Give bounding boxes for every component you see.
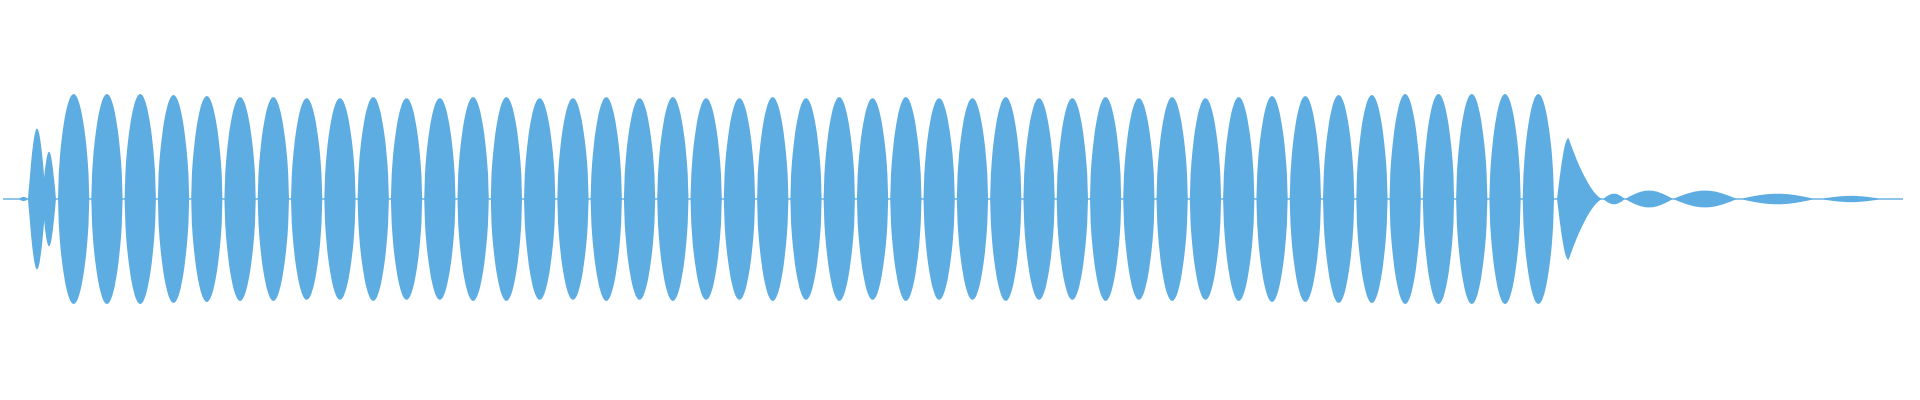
waveform-lobe [257, 97, 289, 301]
waveform-lobe [191, 96, 223, 302]
waveform-lobe [42, 151, 56, 247]
waveform-lobe [1489, 94, 1521, 304]
waveform-lobe [890, 97, 922, 301]
waveform-lobe [1422, 94, 1455, 304]
waveform-lobe [856, 98, 889, 300]
waveform-lobe [157, 95, 190, 303]
waveform-lobe [723, 98, 756, 300]
waveform-lobe [1256, 96, 1288, 302]
waveform-lobe [657, 97, 689, 301]
waveform-lobe [1625, 190, 1673, 208]
waveform-lobe [956, 98, 989, 300]
waveform-lobe [1056, 98, 1088, 300]
waveform-lobe [823, 97, 855, 301]
waveform-lobe [424, 98, 456, 300]
waveform-lobe [1557, 138, 1603, 260]
waveform-lobe [1603, 193, 1625, 205]
waveform-lobe [1456, 94, 1488, 304]
waveform-lobe [457, 97, 489, 301]
waveform-lobe [291, 98, 323, 300]
waveform-lobe [58, 94, 90, 304]
waveform-lobe [1882, 198, 1903, 200]
waveform-lobe [790, 98, 822, 300]
waveform-lobe [623, 98, 656, 300]
waveform-lobe [28, 128, 46, 270]
waveform-lobe [1323, 95, 1355, 303]
waveform-lobe [1189, 98, 1222, 300]
waveform-lobe [324, 98, 356, 300]
waveform-lobe [1673, 190, 1737, 208]
waveform-lobe [490, 97, 522, 301]
waveform-lobe [990, 97, 1022, 301]
waveform-lobe [1023, 98, 1055, 300]
waveform-lobe [1820, 195, 1882, 203]
waveform-lobe [690, 98, 722, 300]
waveform-lobe [1156, 97, 1188, 301]
waveform-lobe [224, 97, 256, 301]
waveform-lobe [1223, 97, 1255, 301]
waveform-lobe [357, 97, 389, 301]
waveform-lobe [91, 94, 123, 304]
waveform-lobe [1289, 96, 1321, 302]
waveform-lobe [1090, 97, 1122, 301]
waveform-lobe [19, 196, 28, 202]
waveform-lobe [757, 97, 789, 301]
waveform-lobe [1356, 95, 1388, 303]
waveform-lobe [124, 94, 156, 304]
waveform-lobe [390, 98, 423, 300]
waveform-lobe [1522, 94, 1554, 304]
waveform-lobe [590, 97, 622, 301]
waveform-lobe [1123, 98, 1155, 300]
waveform-lobe [557, 98, 589, 300]
waveform-lobe [524, 98, 556, 300]
waveform-lobes [3, 94, 1903, 304]
waveform-lobe [923, 98, 955, 300]
waveform-lobe [1389, 94, 1421, 304]
waveform-lobe [1740, 193, 1815, 205]
